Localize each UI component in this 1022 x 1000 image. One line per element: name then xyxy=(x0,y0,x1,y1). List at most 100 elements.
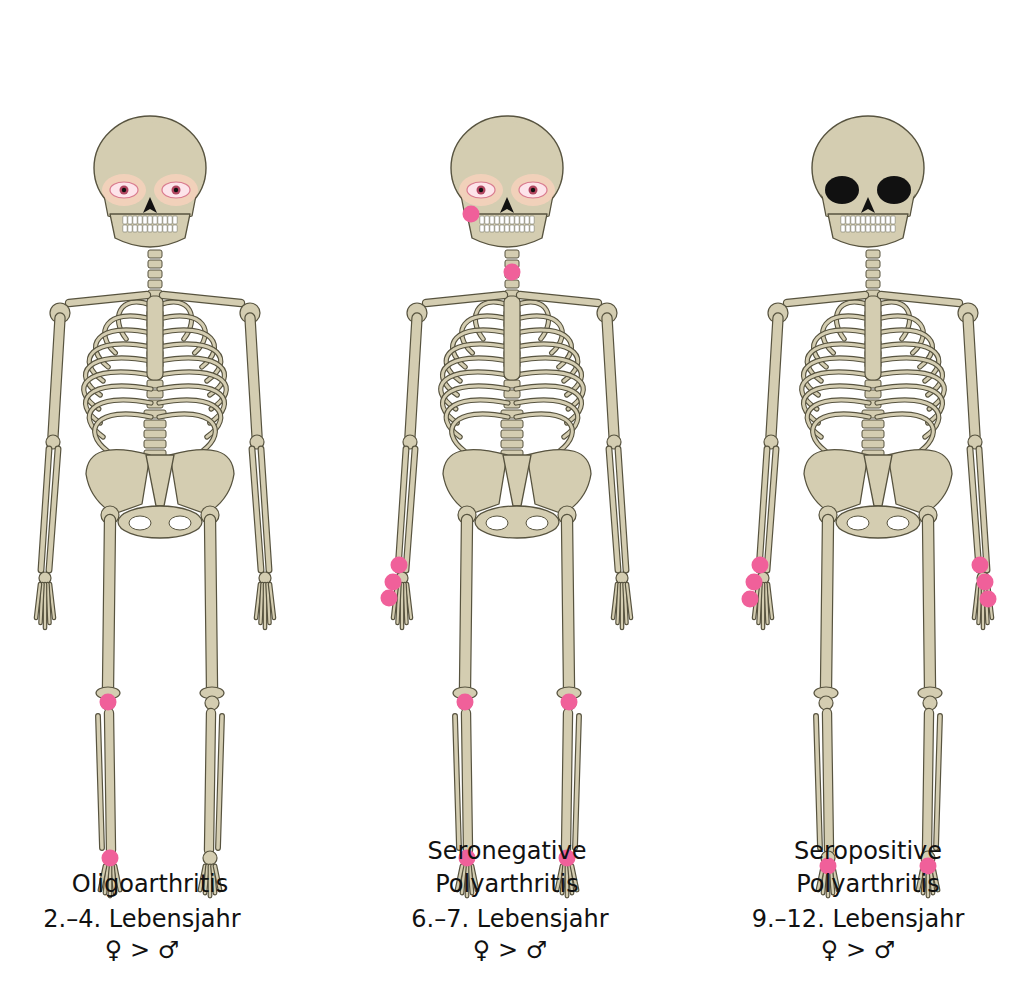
tooth xyxy=(891,225,895,232)
inflamed-joint xyxy=(457,694,474,711)
rib-outline xyxy=(95,414,151,451)
bone-outline xyxy=(927,713,929,850)
rib xyxy=(159,414,215,451)
rib xyxy=(516,400,578,437)
bone-outline xyxy=(787,295,865,303)
rib-outline xyxy=(159,400,221,437)
rib-outline xyxy=(452,414,508,451)
tooth xyxy=(148,225,152,232)
bone-outline xyxy=(41,449,49,570)
inflamed-glow xyxy=(511,174,555,206)
tooth xyxy=(510,225,514,232)
rib-outline xyxy=(446,400,508,437)
tooth xyxy=(128,225,132,232)
sacrum xyxy=(503,455,531,506)
sacrum xyxy=(864,455,892,506)
obturator xyxy=(526,516,548,530)
pubic-ring xyxy=(475,506,559,538)
tooth xyxy=(520,225,524,232)
inflamed-joint xyxy=(381,590,398,607)
bone xyxy=(881,295,959,303)
tooth xyxy=(500,225,504,232)
bone xyxy=(41,449,49,570)
iris xyxy=(529,186,538,195)
inflamed-joint xyxy=(391,557,408,574)
bone-outline xyxy=(979,449,987,570)
tooth xyxy=(505,225,509,232)
nasal-cavity xyxy=(500,197,514,213)
tooth xyxy=(515,225,519,232)
tooth xyxy=(525,225,529,232)
bone xyxy=(210,520,212,688)
bone xyxy=(618,449,626,570)
vertebra xyxy=(866,250,880,258)
iris xyxy=(477,186,486,195)
tooth xyxy=(881,216,885,224)
bone xyxy=(575,716,579,848)
inflamed-joint xyxy=(746,574,763,591)
bone-outline xyxy=(98,716,102,848)
inflamed-glow xyxy=(459,174,503,206)
tooth xyxy=(163,216,167,224)
inflamed-joint xyxy=(100,694,117,711)
tooth xyxy=(886,216,890,224)
bone xyxy=(53,318,60,436)
inflamed-joint xyxy=(561,694,578,711)
bone-outline xyxy=(567,520,569,688)
bone xyxy=(209,713,211,850)
tooth xyxy=(891,216,895,224)
inflamed-joint xyxy=(504,264,521,281)
bone-outline xyxy=(466,713,468,850)
vertebra xyxy=(866,270,880,278)
tooth xyxy=(851,216,855,224)
skeleton xyxy=(742,116,997,896)
rib-outline xyxy=(159,414,215,451)
ilium xyxy=(804,450,868,514)
tooth xyxy=(138,216,142,224)
tooth xyxy=(153,225,157,232)
tooth xyxy=(530,225,534,232)
bone-outline xyxy=(48,584,50,623)
tooth xyxy=(168,225,172,232)
tooth xyxy=(133,225,137,232)
rib xyxy=(807,400,869,437)
bone xyxy=(270,584,274,618)
tooth xyxy=(876,225,880,232)
bone xyxy=(826,520,828,688)
column-heading: Seronegative Polyarthritis xyxy=(387,835,627,900)
rib-outline xyxy=(516,414,572,451)
tooth xyxy=(846,216,850,224)
vertebra xyxy=(501,440,523,448)
inflamed-joint xyxy=(463,206,480,223)
eye xyxy=(467,182,495,198)
tooth xyxy=(158,225,162,232)
bone-outline xyxy=(771,318,778,436)
eye xyxy=(162,182,190,198)
bone-outline xyxy=(759,449,767,570)
ilium xyxy=(86,450,150,514)
bone-outline xyxy=(826,520,828,688)
tooth xyxy=(480,216,484,224)
tooth xyxy=(485,216,489,224)
cranium-fill xyxy=(814,122,923,218)
bone-outline xyxy=(410,318,417,436)
pubic-ring xyxy=(118,506,202,538)
tooth xyxy=(866,225,870,232)
mandible xyxy=(110,214,190,247)
rib xyxy=(813,414,869,451)
tooth xyxy=(128,216,132,224)
bone-outline xyxy=(455,716,459,848)
eye-socket xyxy=(825,176,859,204)
tooth xyxy=(490,225,494,232)
rib xyxy=(159,400,221,437)
tooth xyxy=(495,216,499,224)
pupil xyxy=(479,188,483,192)
bone xyxy=(936,716,940,848)
bone-outline xyxy=(566,713,568,850)
bone-outline xyxy=(69,295,147,303)
bone-outline xyxy=(426,295,504,303)
nasal-cavity xyxy=(861,197,875,213)
bone-outline xyxy=(163,295,241,303)
column-heading: Oligoarthritis xyxy=(30,868,270,900)
